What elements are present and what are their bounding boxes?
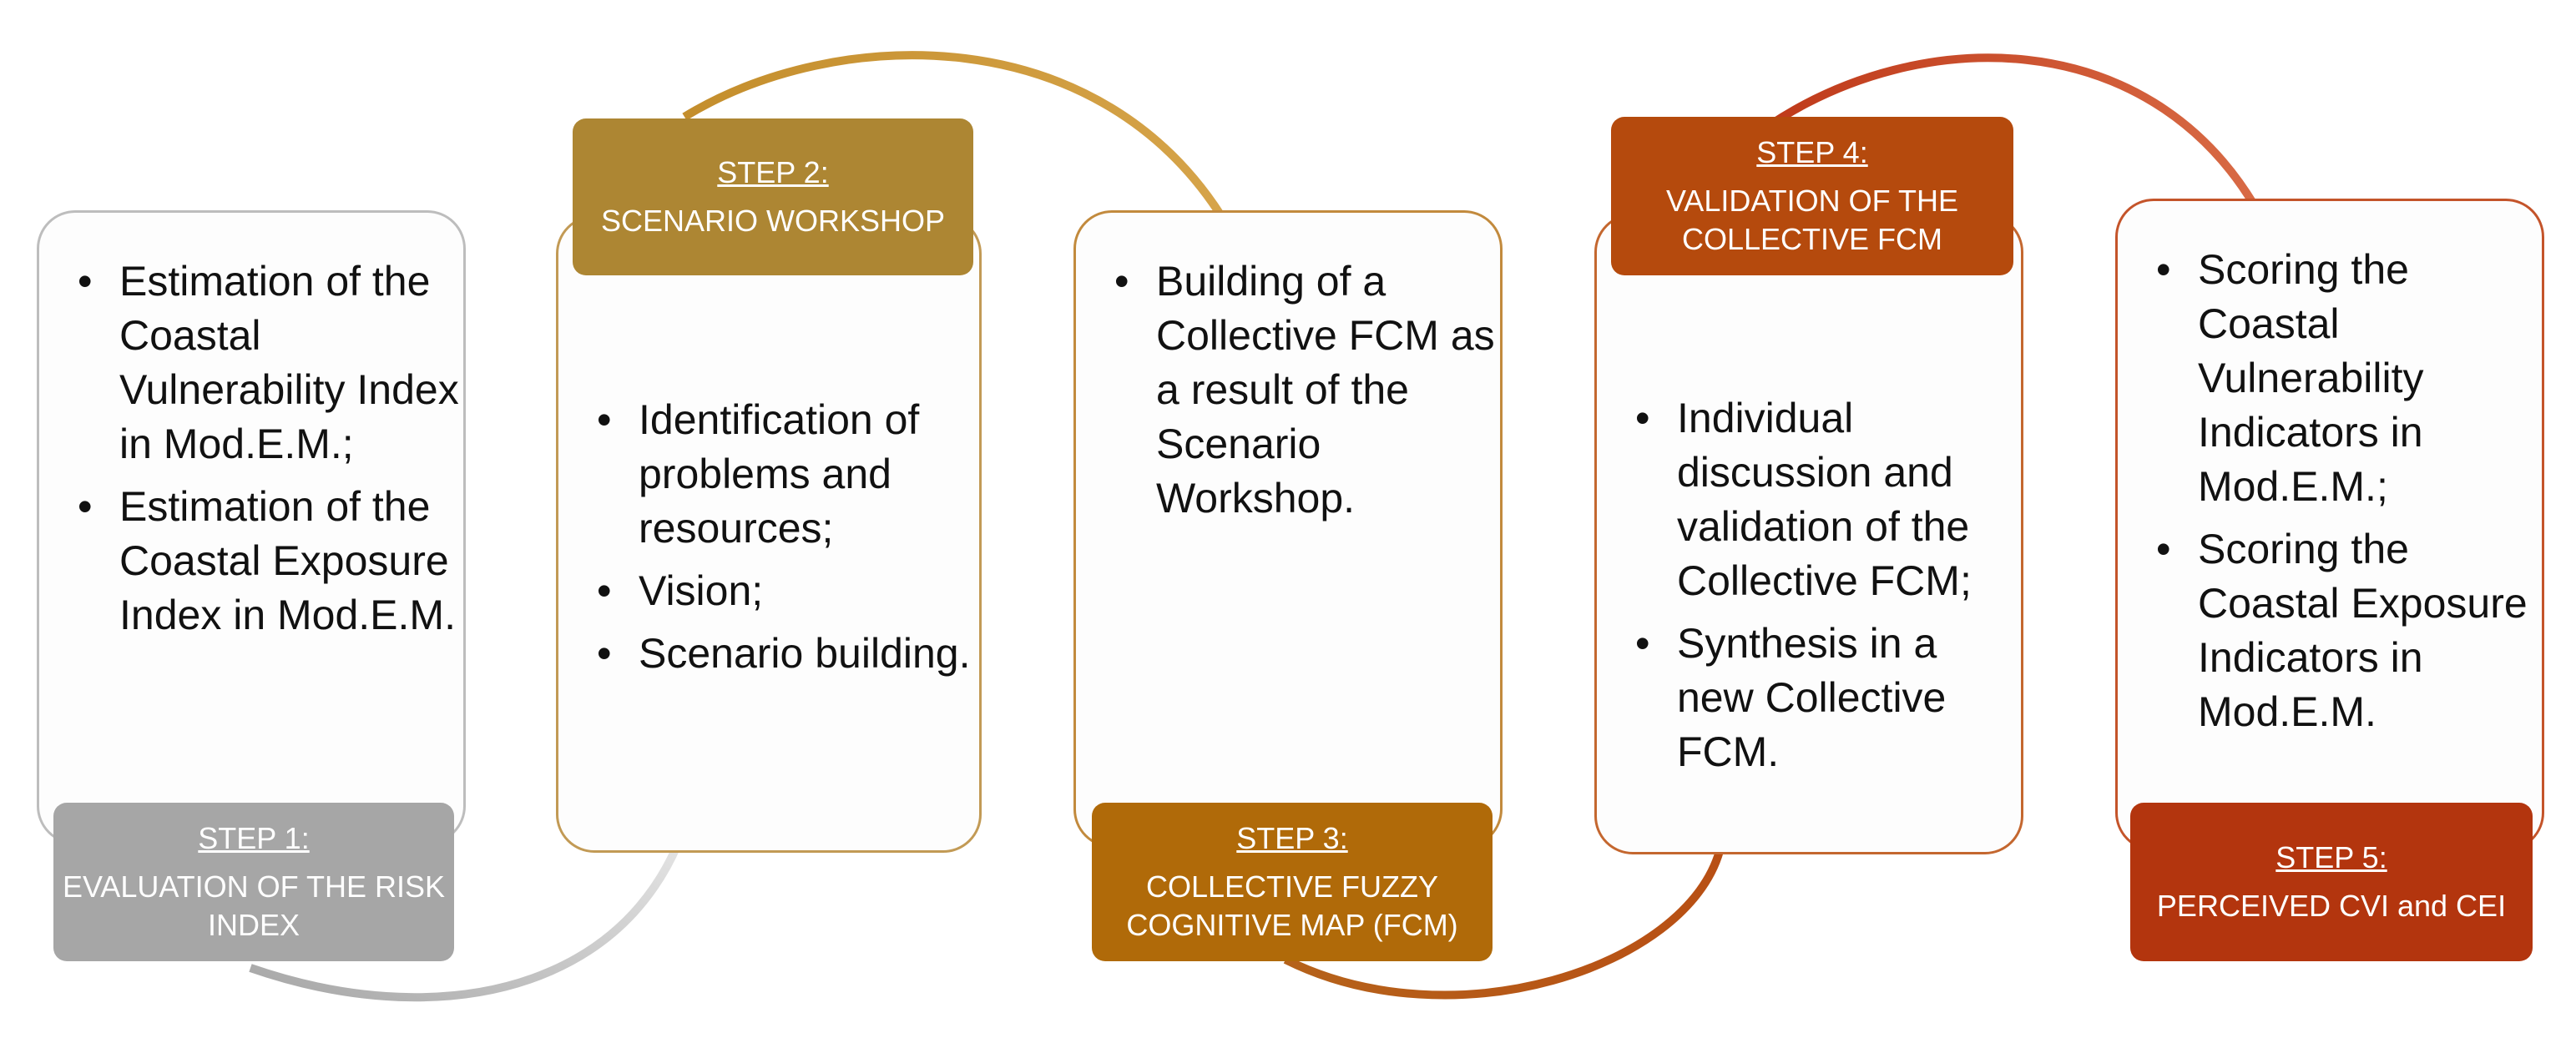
- arc-step4-to-step5: [1767, 53, 2258, 207]
- step3-title-line-1: COLLECTIVE FUZZY: [1145, 869, 1439, 904]
- step1-card: Estimation of the Coastal Vulnerability …: [37, 210, 466, 844]
- step4-bullet-1: Individual discussion and validation of …: [1635, 391, 2021, 608]
- step5-card: Scoring the Coastal Vulnerability Indica…: [2115, 199, 2544, 851]
- step1-title-line-2: INDEX: [207, 908, 301, 942]
- step4-step-number: STEP 4:: [1756, 135, 1868, 169]
- step3-card: Building of a Collective FCM as a result…: [1073, 210, 1503, 848]
- step5-bullet-1: Scoring the Coastal Vulnerability Indica…: [2156, 243, 2542, 514]
- step1-bullet-2: Estimation of the Coastal Exposure Index…: [78, 480, 463, 642]
- arc-step3-to-step4: [1283, 849, 1724, 1000]
- step2-label: STEP 2: SCENARIO WORKSHOP: [573, 118, 973, 275]
- step4-label: STEP 4: VALIDATION OF THE COLLECTIVE FCM: [1611, 117, 2013, 275]
- step1-step-number: STEP 1:: [198, 821, 310, 855]
- step4-bullet-2: Synthesis in a new Collective FCM.: [1635, 617, 2021, 779]
- step2-card: Identification of problems and resources…: [556, 215, 982, 853]
- step1-bullet-1: Estimation of the Coastal Vulnerability …: [78, 254, 463, 471]
- step3-bullet-1: Building of a Collective FCM as a result…: [1114, 254, 1500, 526]
- step3-label: STEP 3: COLLECTIVE FUZZY COGNITIVE MAP (…: [1092, 803, 1493, 961]
- step4-title-line-2: COLLECTIVE FCM: [1681, 222, 1943, 256]
- step4-title-line-1: VALIDATION OF THE: [1665, 184, 1959, 218]
- step2-bullet-3: Scenario building.: [597, 627, 979, 681]
- step2-title-line-1: SCENARIO WORKSHOP: [600, 204, 946, 238]
- step5-bullet-2: Scoring the Coastal Exposure Indicators …: [2156, 522, 2542, 739]
- step1-title-line-1: EVALUATION OF THE RISK: [62, 869, 446, 904]
- step5-title-line-1: PERCEIVED CVI and CEI: [2156, 889, 2507, 923]
- step5-label: STEP 5: PERCEIVED CVI and CEI: [2130, 803, 2533, 961]
- step2-step-number: STEP 2:: [717, 155, 829, 189]
- arc-step2-to-step3: [682, 51, 1231, 228]
- step3-step-number: STEP 3:: [1236, 821, 1348, 855]
- step3-title-line-2: COGNITIVE MAP (FCM): [1126, 908, 1458, 942]
- step2-bullet-1: Identification of problems and resources…: [597, 393, 979, 556]
- step2-bullet-2: Vision;: [597, 564, 979, 618]
- step5-step-number: STEP 5:: [2275, 840, 2387, 874]
- step4-card: Individual discussion and validation of …: [1594, 214, 2023, 854]
- step1-label: STEP 1: EVALUATION OF THE RISK INDEX: [53, 803, 454, 961]
